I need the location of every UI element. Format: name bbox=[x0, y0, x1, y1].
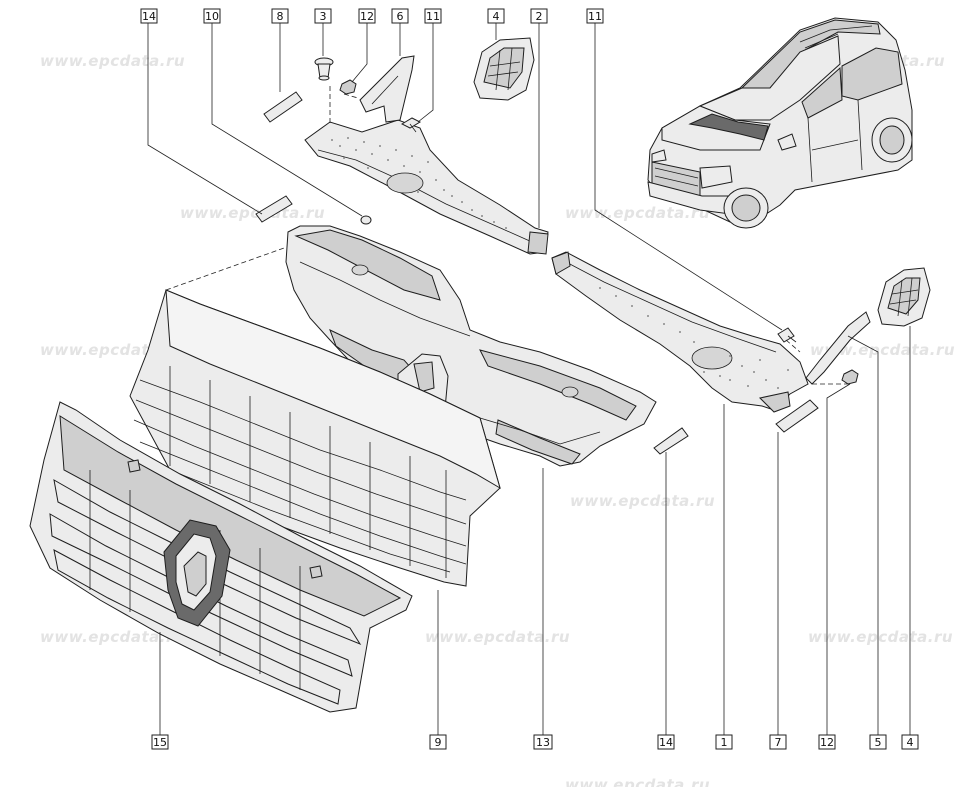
watermark: www.epcdata.ru bbox=[565, 776, 710, 787]
callout-label: 8 bbox=[277, 10, 284, 23]
vehicle-illustration bbox=[647, 17, 913, 229]
part-15-front-grille bbox=[29, 401, 413, 713]
callout-label: 2 bbox=[536, 10, 543, 23]
callout-label: 7 bbox=[775, 736, 782, 749]
callout-15: 15 bbox=[151, 734, 169, 750]
part-14-seal-strip-bottom bbox=[653, 427, 689, 455]
callout-12-top: 12 bbox=[358, 8, 376, 24]
part-14-seal-strip-top bbox=[255, 195, 293, 223]
callout-label: 11 bbox=[588, 10, 602, 23]
part-11-screw-right bbox=[777, 327, 797, 343]
callout-11-top-left: 11 bbox=[424, 8, 442, 24]
watermark: www.epcdata.ru bbox=[808, 628, 953, 646]
callout-label: 9 bbox=[435, 736, 442, 749]
callout-14-top: 14 bbox=[140, 8, 158, 24]
callout-label: 12 bbox=[820, 736, 834, 749]
part-11-screw-top bbox=[400, 117, 422, 133]
callout-label: 15 bbox=[153, 736, 167, 749]
watermark: www.epcdata.ru bbox=[565, 204, 710, 222]
watermark: www.epcdata.ru bbox=[40, 52, 185, 70]
callout-labels: 14 10 8 3 12 6 11 4 2 11 15 9 13 14 1 7 … bbox=[140, 8, 919, 750]
watermark: www.epcdata.ru bbox=[570, 492, 715, 510]
callout-label: 4 bbox=[907, 736, 914, 749]
callout-label: 1 bbox=[721, 736, 728, 749]
callout-label: 5 bbox=[875, 736, 882, 749]
leader-lines bbox=[147, 22, 911, 742]
callout-label: 14 bbox=[142, 10, 156, 23]
callout-label: 13 bbox=[536, 736, 550, 749]
callout-label: 10 bbox=[205, 10, 219, 23]
callout-label: 12 bbox=[360, 10, 374, 23]
callout-1: 1 bbox=[715, 734, 733, 750]
part-9-intermediate-grille bbox=[129, 289, 501, 587]
callout-label: 6 bbox=[397, 10, 404, 23]
part-2-left-cowl-panel bbox=[304, 55, 549, 255]
part-3-push-clip bbox=[314, 57, 334, 81]
callout-label: 4 bbox=[493, 10, 500, 23]
callout-14-bottom: 14 bbox=[657, 734, 675, 750]
callout-13: 13 bbox=[533, 734, 553, 750]
callout-12-bottom: 12 bbox=[818, 734, 836, 750]
part-5-bracket bbox=[805, 311, 871, 385]
callout-label: 3 bbox=[320, 10, 327, 23]
part-12-nut-top bbox=[339, 79, 357, 95]
callout-label: 14 bbox=[659, 736, 673, 749]
callout-9: 9 bbox=[429, 734, 447, 750]
part-1-right-cowl-panel bbox=[551, 251, 809, 413]
watermark: www.epcdata.ru bbox=[425, 628, 570, 646]
part-8-seal-strip bbox=[263, 91, 303, 123]
callout-8: 8 bbox=[271, 8, 289, 24]
callout-11-top-right: 11 bbox=[586, 8, 604, 24]
callout-4-bottom: 4 bbox=[901, 734, 919, 750]
callout-10: 10 bbox=[203, 8, 221, 24]
part-4-vent-bottom bbox=[877, 267, 931, 327]
watermark: www.epcdata.ru bbox=[180, 204, 325, 222]
part-7-seal-strip bbox=[775, 399, 819, 433]
part-10-clip bbox=[360, 215, 372, 225]
watermark: www.epcdata.ru bbox=[40, 628, 185, 646]
callout-5: 5 bbox=[869, 734, 887, 750]
callout-7: 7 bbox=[769, 734, 787, 750]
callout-label: 11 bbox=[426, 10, 440, 23]
part-12-nut-bottom bbox=[841, 369, 859, 385]
part-4-vent-top bbox=[473, 37, 535, 101]
callout-2: 2 bbox=[530, 8, 548, 24]
callout-6: 6 bbox=[391, 8, 409, 24]
callout-3: 3 bbox=[314, 8, 332, 24]
callout-4-top: 4 bbox=[487, 8, 505, 24]
